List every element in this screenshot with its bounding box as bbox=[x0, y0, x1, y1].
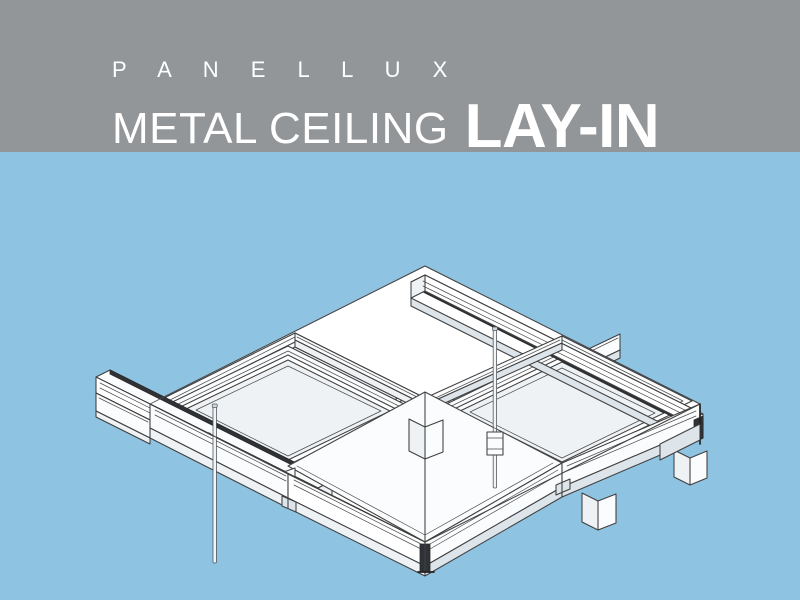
panel-return-front-centre-left bbox=[287, 473, 426, 577]
grid-end-cap-right bbox=[659, 403, 704, 461]
stiffener-tab-upper bbox=[408, 418, 444, 460]
panel-edge-notch-centre bbox=[417, 541, 435, 577]
drawing-contour-accents bbox=[149, 265, 701, 543]
page-title: METAL CEILING LAY-IN bbox=[112, 92, 660, 158]
metal-ceiling-isometric-drawing: .ln { fill:none; stroke:#3f3f3f; stroke-… bbox=[95, 265, 708, 577]
panel-edge-notch-left bbox=[281, 473, 297, 513]
hanger-wire-right bbox=[492, 326, 498, 489]
header-banner: P A N E L L U X METAL CEILING LAY-IN bbox=[0, 0, 800, 158]
stiffener-tab-far-right bbox=[673, 449, 708, 486]
stiffener-tab-right bbox=[581, 492, 617, 531]
brand-name: P A N E L L U X bbox=[112, 57, 461, 82]
page-title-emphasis: LAY-IN bbox=[464, 92, 660, 161]
hanger-wire-left bbox=[211, 403, 218, 564]
hanger-wire-clip-right bbox=[486, 431, 504, 456]
page-title-primary: METAL CEILING bbox=[112, 104, 449, 153]
illustration-area: .ln { fill:none; stroke:#3f3f3f; stroke-… bbox=[0, 152, 800, 600]
grid-end-cap-left bbox=[95, 392, 151, 445]
panel-edge-notch-right bbox=[555, 462, 571, 498]
